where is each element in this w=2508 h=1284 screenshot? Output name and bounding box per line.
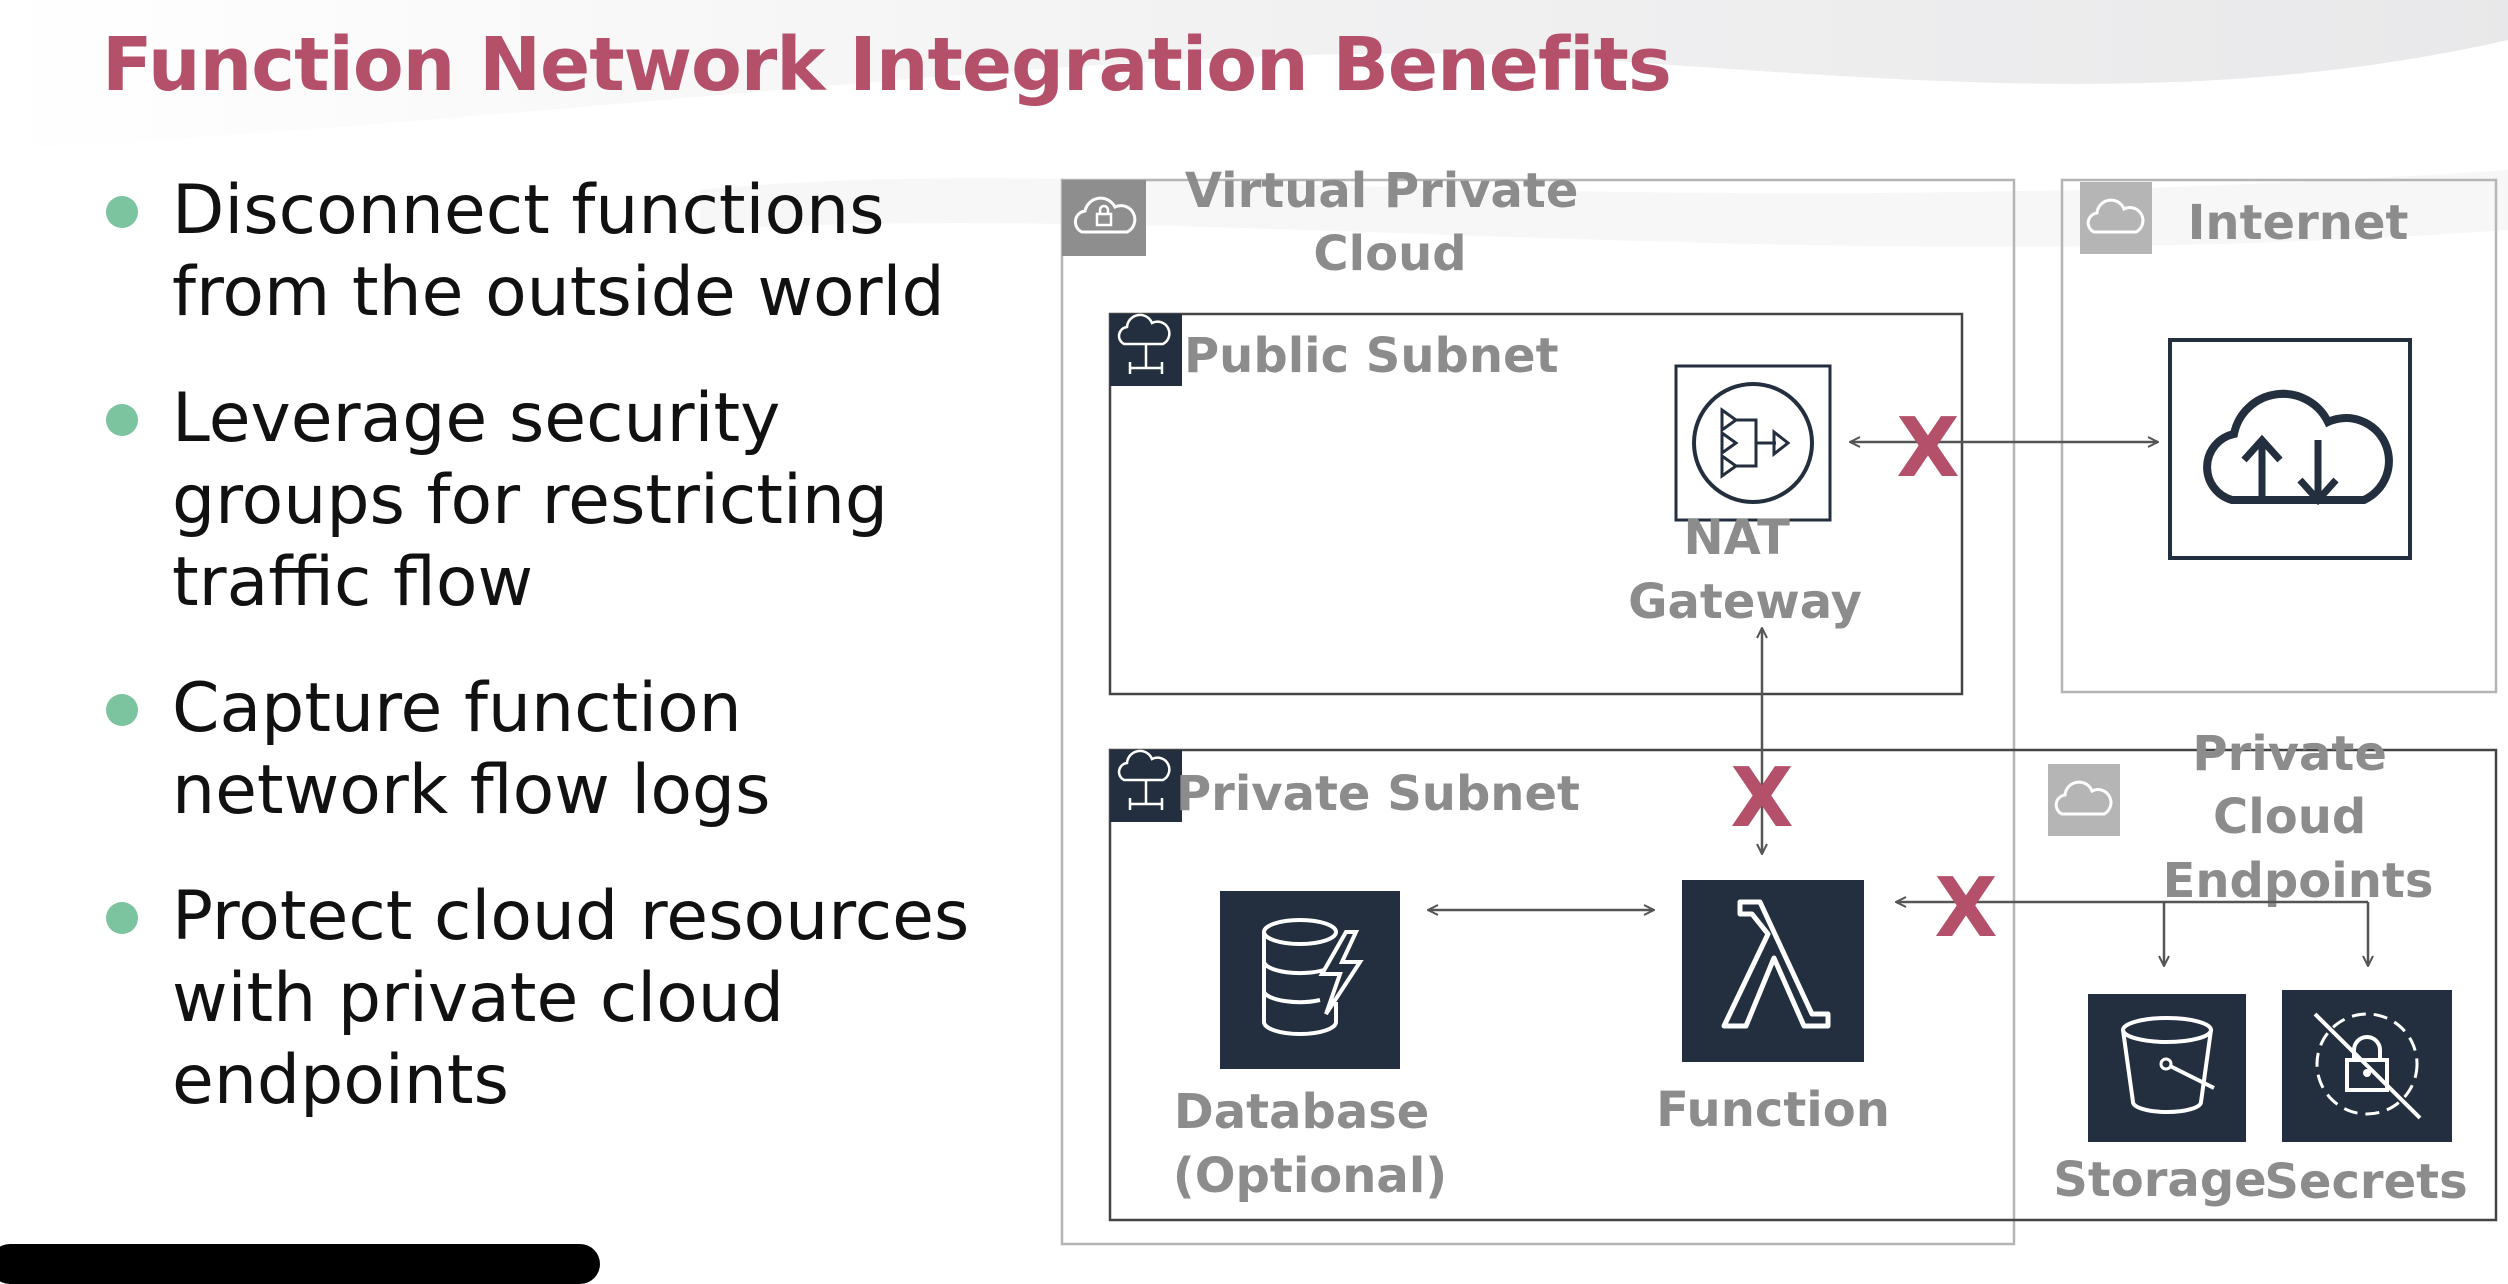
internet-cloud-icon (2080, 182, 2152, 254)
bullet-line: Leverage security (172, 379, 781, 458)
bullet-line: Protect cloud resources (172, 877, 970, 956)
bullet-line: Disconnect functions (172, 171, 885, 250)
slide-title: Function Network Integration Benefits (102, 22, 1672, 108)
vpc-label-line: Cloud (1313, 226, 1466, 282)
database-bolt-icon (1220, 891, 1400, 1069)
lambda-function-icon (1682, 880, 1864, 1062)
nat-gateway-label: NAT Gateway (1628, 510, 1862, 630)
function-label: Function (1656, 1082, 1890, 1138)
endpoints-label-line: Endpoints (2163, 853, 2434, 909)
bottom-bar (0, 1244, 600, 1284)
bullet-line: from the outside world (172, 253, 945, 332)
bullet-line: with private cloud (172, 959, 785, 1038)
internet-upload-download-icon (2168, 338, 2412, 560)
benefit-list: Disconnect functions from the outside wo… (100, 170, 1040, 1166)
secrets-label: Secrets (2264, 1154, 2467, 1210)
bullet-dot-icon (106, 694, 138, 726)
database-label-line: (Optional) (1173, 1148, 1447, 1204)
public-subnet-icon (1110, 313, 1182, 386)
bullet-item: Capture function network flow logs (100, 668, 1040, 832)
bullet-dot-icon (106, 404, 138, 436)
bullet-line: endpoints (172, 1041, 509, 1120)
private-endpoints-label: Private Cloud Endpoints (2163, 726, 2434, 909)
blocked-marker-endpoints: X (1934, 861, 1997, 956)
bullet-dot-icon (106, 196, 138, 228)
storage-label: Storage (2053, 1152, 2266, 1208)
bullet-line: network flow logs (172, 751, 771, 830)
vpc-cloud-lock-icon (1062, 180, 1146, 256)
private-subnet-label: Private Subnet (1176, 766, 1580, 822)
bullet-dot-icon (106, 902, 138, 934)
nat-label-line: Gateway (1628, 574, 1862, 630)
nat-gateway-icon (1674, 364, 1832, 522)
private-endpoints-cloud-icon (2048, 764, 2120, 836)
secrets-lock-icon (2282, 990, 2452, 1142)
bullet-line: traffic flow (172, 543, 534, 622)
bullet-item: Leverage security groups for restricting… (100, 378, 1040, 624)
vpc-label: Virtual Private Cloud (1185, 163, 1595, 282)
blocked-marker-internet: X (1896, 401, 1959, 496)
bullet-item: Protect cloud resources with private clo… (100, 876, 1040, 1122)
bullet-line: Capture function (172, 669, 742, 748)
storage-bucket-icon (2088, 994, 2246, 1142)
network-diagram: Virtual Private Cloud Internet Public Su… (1060, 163, 2498, 1246)
vpc-group (1060, 178, 2016, 1246)
public-subnet-label: Public Subnet (1184, 328, 1559, 384)
endpoints-label-line: Private (2192, 726, 2386, 782)
internet-label: Internet (2188, 195, 2409, 251)
database-label: Database (Optional) (1173, 1084, 1447, 1204)
endpoints-label-line: Cloud (2213, 789, 2366, 845)
internet-group (2060, 178, 2498, 694)
private-subnet-icon (1110, 749, 1182, 822)
bullet-line: groups for restricting (172, 461, 889, 540)
blocked-marker-nat: X (1730, 751, 1793, 846)
vpc-label-line: Virtual Private (1185, 163, 1579, 219)
database-label-line: Database (1174, 1084, 1429, 1140)
nat-label-line: NAT (1683, 510, 1790, 566)
private-subnet-group (1108, 748, 2498, 1222)
bullet-item: Disconnect functions from the outside wo… (100, 170, 1040, 334)
public-subnet-group (1108, 312, 1964, 696)
